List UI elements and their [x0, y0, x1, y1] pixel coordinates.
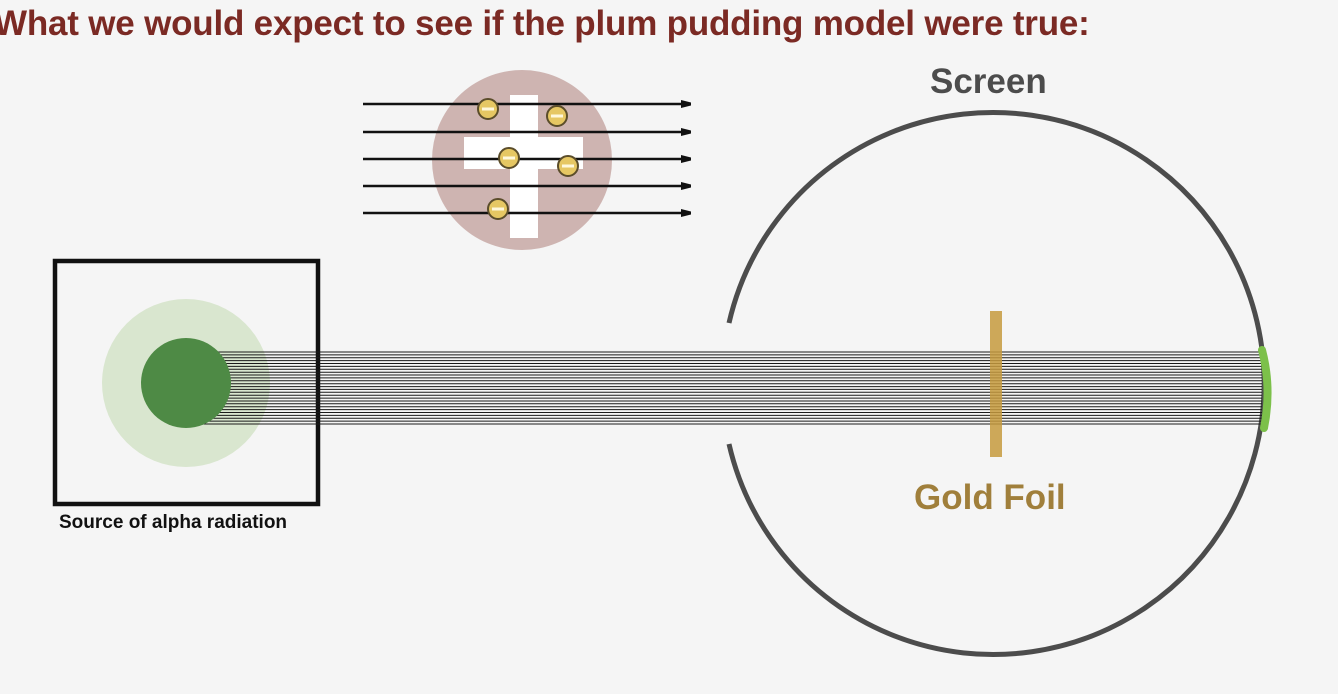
- gold-foil: [990, 311, 1002, 457]
- screen-hit-marker: [1258, 346, 1272, 432]
- electrons: [477, 98, 579, 220]
- electron-icon: [477, 98, 499, 120]
- plum-pudding-atom: [363, 70, 682, 250]
- electron-icon: [487, 198, 509, 220]
- alpha-arrows: [363, 104, 682, 213]
- gold-foil-label: Gold Foil: [914, 478, 1066, 517]
- electron-icon: [557, 155, 579, 177]
- source-box: [52, 258, 321, 507]
- screen-label: Screen: [930, 62, 1047, 101]
- electron-icon: [546, 105, 568, 127]
- electron-icon: [498, 147, 520, 169]
- source-label: Source of alpha radiation: [59, 512, 288, 533]
- source-core: [141, 338, 231, 428]
- alpha-beam: [200, 351, 1262, 425]
- diagram-title: What we would expect to see if the plum …: [0, 4, 1090, 43]
